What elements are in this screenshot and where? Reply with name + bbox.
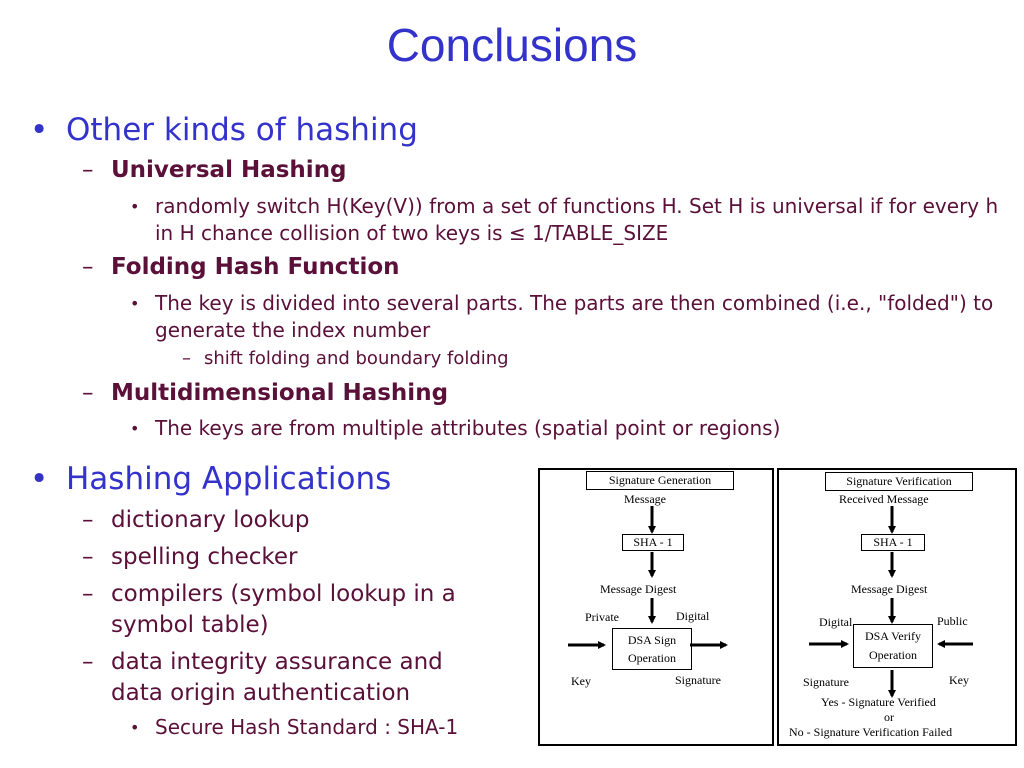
gen-message-label: Message — [624, 492, 666, 506]
page-title: Conclusions — [386, 19, 638, 71]
item-text-line-2: data origin authentication — [111, 680, 411, 706]
ver-box-line1: DSA Verify — [864, 629, 922, 643]
bullet-marker: • — [30, 461, 49, 497]
gen-signature-label: Signature — [675, 673, 721, 687]
item-text: spelling checker — [111, 544, 298, 570]
sub-bullet-marker: • — [130, 419, 140, 438]
dash-marker: – — [82, 254, 94, 280]
signature-verification-diagram: Signature Verification Received Message … — [777, 468, 1017, 746]
ver-public-label: Public — [937, 614, 968, 628]
item-text-line-1: compilers (symbol lookup in a — [111, 581, 456, 607]
sub-bullet-marker: • — [130, 294, 140, 313]
dash-marker: – — [82, 380, 94, 406]
gen-digest-label: Message Digest — [600, 582, 677, 596]
ver-result-or: or — [884, 710, 894, 724]
gen-key-label: Key — [571, 674, 591, 688]
ver-dsa-verify-box: DSA Verify Operation — [853, 624, 933, 668]
ver-sha-box: SHA - 1 — [861, 534, 925, 551]
item-text: dictionary lookup — [111, 507, 310, 533]
bullet-marker: • — [30, 112, 49, 148]
verification-title: Signature Verification — [825, 472, 973, 491]
sub-text: randomly switch H(Key(V)) from a set of … — [155, 194, 999, 245]
item-text-line-1: data integrity assurance and — [111, 649, 443, 675]
dash-marker: – — [82, 649, 94, 675]
dash-marker: – — [82, 544, 94, 570]
ver-digital-label: Digital — [819, 615, 853, 629]
ver-digest-label: Message Digest — [851, 582, 928, 596]
gen-dsa-sign-box: DSA Sign Operation — [612, 628, 692, 670]
ver-signature-label: Signature — [803, 675, 849, 689]
generation-title: Signature Generation — [586, 471, 734, 490]
subsub-dash-marker: – — [182, 348, 191, 369]
sub-text: The keys are from multiple attributes (s… — [155, 416, 781, 440]
item-text: Multidimensional Hashing — [111, 380, 449, 406]
dash-marker: – — [82, 507, 94, 533]
signature-generation-diagram: Signature Generation Message SHA - 1 Mes… — [538, 468, 774, 746]
sub-bullet-marker: • — [130, 197, 140, 216]
dash-marker: – — [82, 581, 94, 607]
sub-text: The key is divided into several parts. T… — [155, 291, 994, 342]
sub-bullet-marker: • — [130, 718, 140, 737]
dash-marker: – — [82, 157, 94, 183]
ver-box-line2: Operation — [869, 648, 917, 662]
item-text-line-2: symbol table) — [111, 612, 269, 638]
ver-result-no: No - Signature Verification Failed — [789, 725, 953, 739]
bullet-text: Hashing Applications — [66, 461, 392, 497]
gen-private-label: Private — [585, 610, 619, 624]
bullet-text: Other kinds of hashing — [66, 112, 418, 148]
gen-box-line2: Operation — [628, 651, 676, 665]
ver-result-yes: Yes - Signature Verified — [821, 695, 936, 709]
ver-received-message-label: Received Message — [839, 492, 929, 506]
item-text: Folding Hash Function — [111, 254, 400, 280]
gen-box-line1: DSA Sign — [627, 633, 677, 647]
generation-arrows — [568, 506, 728, 649]
gen-sha-box: SHA - 1 — [622, 534, 684, 551]
gen-digital-label: Digital — [676, 609, 710, 623]
item-text: Universal Hashing — [111, 157, 347, 183]
sub-text: Secure Hash Standard : SHA-1 — [155, 715, 459, 739]
subsub-text: shift folding and boundary folding — [204, 348, 509, 369]
verification-arrows — [809, 506, 973, 698]
ver-key-label: Key — [949, 673, 969, 687]
